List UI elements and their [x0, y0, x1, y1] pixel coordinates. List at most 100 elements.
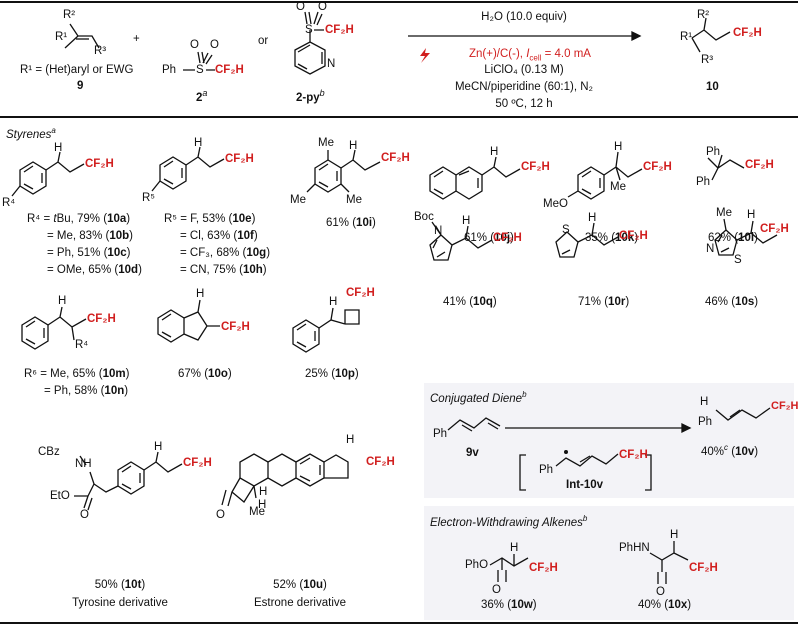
h-10u: H — [346, 434, 355, 446]
diphenyl-10l — [707, 154, 745, 181]
h-10i: H — [349, 140, 358, 152]
r4-10m: R⁴ — [75, 339, 89, 351]
eto-10t: EtO — [50, 490, 70, 502]
mesityl-10i — [306, 149, 381, 193]
h-10x: H — [670, 529, 679, 541]
ester-10w — [489, 554, 529, 582]
o-10t: O — [80, 509, 89, 521]
h-10m: H — [58, 295, 67, 307]
reagent2py-label: 2-pyb — [296, 88, 325, 104]
yield-10n: = Ph, 58% (10n) — [44, 385, 129, 397]
cf2h-10a: CF₂H — [85, 158, 114, 170]
cf2h-10e: CF₂H — [225, 153, 254, 165]
cf2h-10t: CF₂H — [183, 457, 212, 469]
amide-10x — [649, 541, 689, 584]
yield-10c: = Ph, 51% (10c) — [47, 247, 131, 259]
h-10u-ring1: H — [259, 486, 268, 498]
h-10a: H — [54, 142, 63, 154]
o-10u: O — [216, 509, 225, 521]
me-10i-right: Me — [346, 194, 362, 206]
yield-10q: 41% (10q) — [443, 296, 497, 308]
thiazole-10s — [714, 218, 778, 256]
diene-product-10v — [715, 407, 771, 421]
h-10q: H — [462, 215, 471, 227]
h-10k: H — [614, 141, 623, 153]
pyrrole-10q — [429, 221, 493, 261]
h-10s: H — [747, 209, 756, 221]
product-r3: R³ — [701, 54, 714, 66]
reagent2py-cf2h: CF₂H — [325, 24, 354, 36]
yield-10a: R⁴ = tBu, 79% (10a) — [27, 213, 131, 225]
meo-10k: MeO — [543, 198, 568, 210]
diene-heading: Conjugated Dieneb — [430, 390, 527, 405]
cf2h-10l: CF₂H — [745, 159, 774, 171]
h-10p: H — [329, 296, 338, 308]
phhn-10x: PhHN — [619, 542, 650, 554]
r1-definition: R¹ = (Het)aryl or EWG — [20, 64, 134, 76]
h-10j: H — [490, 146, 499, 158]
r2-label: R² — [63, 9, 76, 21]
benzene-10a — [11, 151, 85, 197]
cf2h-10k: CF₂H — [643, 161, 672, 173]
pho-10w: PhO — [465, 559, 489, 571]
top-rule — [0, 1, 798, 3]
boc-10q: Boc — [414, 211, 434, 223]
yield-10m: R⁶ = Me, 65% (10m) — [24, 368, 130, 380]
cf2h-10p: CF₂H — [346, 287, 375, 299]
condition-electrolysis: Zn(+)/C(-), Icell = 4.0 mA — [469, 48, 591, 63]
reagent2-s: S — [196, 64, 204, 76]
yield-10r: 71% (10r) — [578, 296, 630, 308]
me-10i-left: Me — [290, 194, 306, 206]
note-10t: Tyrosine derivative — [72, 597, 168, 609]
yield-10l: 62% (10l) — [708, 232, 758, 244]
ph-9v: Ph — [433, 428, 448, 440]
ewg-heading: Electron-Withdrawing Alkenesb — [430, 514, 588, 529]
s-10s: S — [734, 254, 742, 266]
h-10w: H — [510, 542, 519, 554]
yield-10g: = CF₃, 68% (10g) — [180, 247, 271, 259]
yield-10o: 67% (10o) — [178, 368, 232, 380]
reagent2-ph: Ph — [162, 64, 177, 76]
h-10r: H — [588, 212, 597, 224]
note-10u: Estrone derivative — [253, 597, 347, 609]
cf2h-10r: CF₂H — [619, 230, 648, 242]
reagent2py-o2: O — [318, 1, 327, 13]
h-10u-ring2: H — [258, 499, 267, 511]
diene-arrow — [505, 422, 692, 434]
me-10i-top: Me — [318, 137, 334, 149]
ph-10l-bottom: Ph — [696, 176, 711, 188]
o-10w: O — [492, 584, 501, 596]
reagent2py-s: S — [305, 24, 313, 36]
naphthyl-10j — [429, 156, 521, 200]
yield-10k: 35% (10k) — [585, 232, 639, 244]
h-10o: H — [196, 288, 205, 300]
h-10v: H — [700, 396, 709, 408]
cbz-10t: CBz — [38, 446, 60, 458]
tyrosine-10t — [74, 451, 183, 511]
condition-electrolyte: LiClO₄ (0.13 M) — [484, 64, 564, 76]
benzene-10e — [151, 146, 225, 192]
intermediate-bracket — [519, 453, 652, 491]
ph-int: Ph — [539, 464, 554, 476]
yield-10p: 25% (10p) — [305, 368, 359, 380]
reagent2py-n: N — [327, 58, 336, 70]
yield-10d: = OMe, 65% (10d) — [47, 264, 142, 276]
s-10r: S — [562, 224, 570, 236]
alkene-9-structure — [64, 23, 100, 49]
diene-panel — [424, 383, 794, 498]
reagent2-o1: O — [190, 39, 199, 51]
reagent2-label: 2a — [196, 88, 208, 104]
thiophene-10r — [555, 222, 619, 258]
ph-10v: Ph — [698, 416, 713, 428]
cf2h-10i: CF₂H — [381, 152, 410, 164]
yield-10i: 61% (10i) — [326, 217, 376, 229]
h-10t: H — [154, 441, 163, 453]
int-10v-label: Int-10v — [566, 479, 604, 491]
reagent-2py-structure — [294, 11, 326, 75]
me-10u: Me — [249, 506, 265, 518]
h-10e: H — [194, 137, 203, 149]
r4-label: R⁴ — [2, 197, 16, 209]
